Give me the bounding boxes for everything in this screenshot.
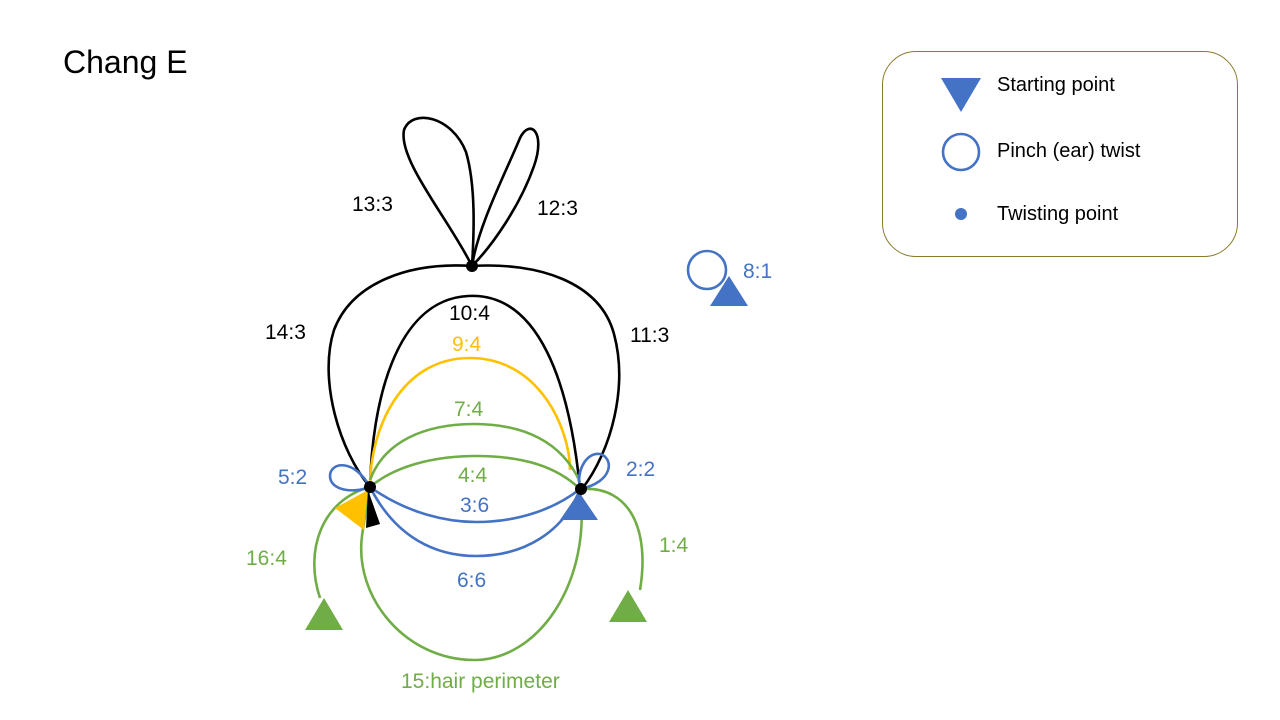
label-7: 7:4 <box>454 398 484 421</box>
start-triangle-yellow <box>335 490 368 530</box>
path-14 <box>327 264 473 488</box>
label-10: 10:4 <box>449 302 490 325</box>
path-6 <box>368 486 582 558</box>
legend-label-starting-point: Starting point <box>997 74 1115 96</box>
path-1 <box>581 487 644 591</box>
label-16: 16:4 <box>246 547 287 570</box>
pinch-ear-twist-circle-icon <box>941 132 981 172</box>
path-11 <box>471 264 621 490</box>
legend-item-starting-point: Starting point <box>883 74 1237 162</box>
twisting-point-left <box>364 481 376 493</box>
path-12 <box>470 127 540 270</box>
legend-item-twisting-point: Twisting point <box>883 196 1237 236</box>
start-triangle-blue <box>560 492 598 520</box>
path-3 <box>369 485 581 524</box>
start-triangle-1 <box>609 590 647 622</box>
twisting-point-dot-icon <box>955 208 967 220</box>
pinch-loop-5 <box>328 463 372 492</box>
path-10 <box>368 294 582 490</box>
label-15: 15:hair perimeter <box>401 670 560 693</box>
label-14: 14:3 <box>265 321 306 344</box>
start-triangle-black <box>366 490 380 528</box>
legend-label-twisting-point: Twisting point <box>997 203 1119 225</box>
label-6: 6:6 <box>457 569 486 592</box>
path-13 <box>402 116 475 271</box>
label-11: 11:3 <box>630 324 669 347</box>
label-4: 4:4 <box>458 464 488 487</box>
label-5: 5:2 <box>278 466 307 489</box>
label-1: 1:4 <box>659 534 689 557</box>
twisting-point-top <box>466 260 478 272</box>
start-triangle-16 <box>305 598 343 630</box>
pinch-loop-2 <box>577 452 610 491</box>
starting-point-triangle-icon <box>941 78 981 112</box>
legend-item-pinch-twist: Pinch (ear) twist <box>883 132 1237 172</box>
label-2: 2:2 <box>626 458 655 481</box>
label-8: 8:1 <box>743 260 772 283</box>
twisting-point-right <box>575 483 587 495</box>
path-4 <box>369 454 581 490</box>
label-3: 3:6 <box>460 494 489 517</box>
label-12: 12:3 <box>537 197 578 220</box>
pinch-circle-8 <box>686 249 728 291</box>
path-9 <box>368 356 572 488</box>
label-9: 9:4 <box>452 333 482 356</box>
label-13: 13:3 <box>352 193 393 216</box>
start-triangle-8 <box>710 276 748 306</box>
legend-label-pinch-twist: Pinch (ear) twist <box>997 140 1141 162</box>
legend-box: Starting point Pinch (ear) twist Twistin… <box>882 51 1238 257</box>
path-7 <box>368 422 582 483</box>
page-title: Chang E <box>63 44 188 80</box>
path-16 <box>313 485 371 599</box>
